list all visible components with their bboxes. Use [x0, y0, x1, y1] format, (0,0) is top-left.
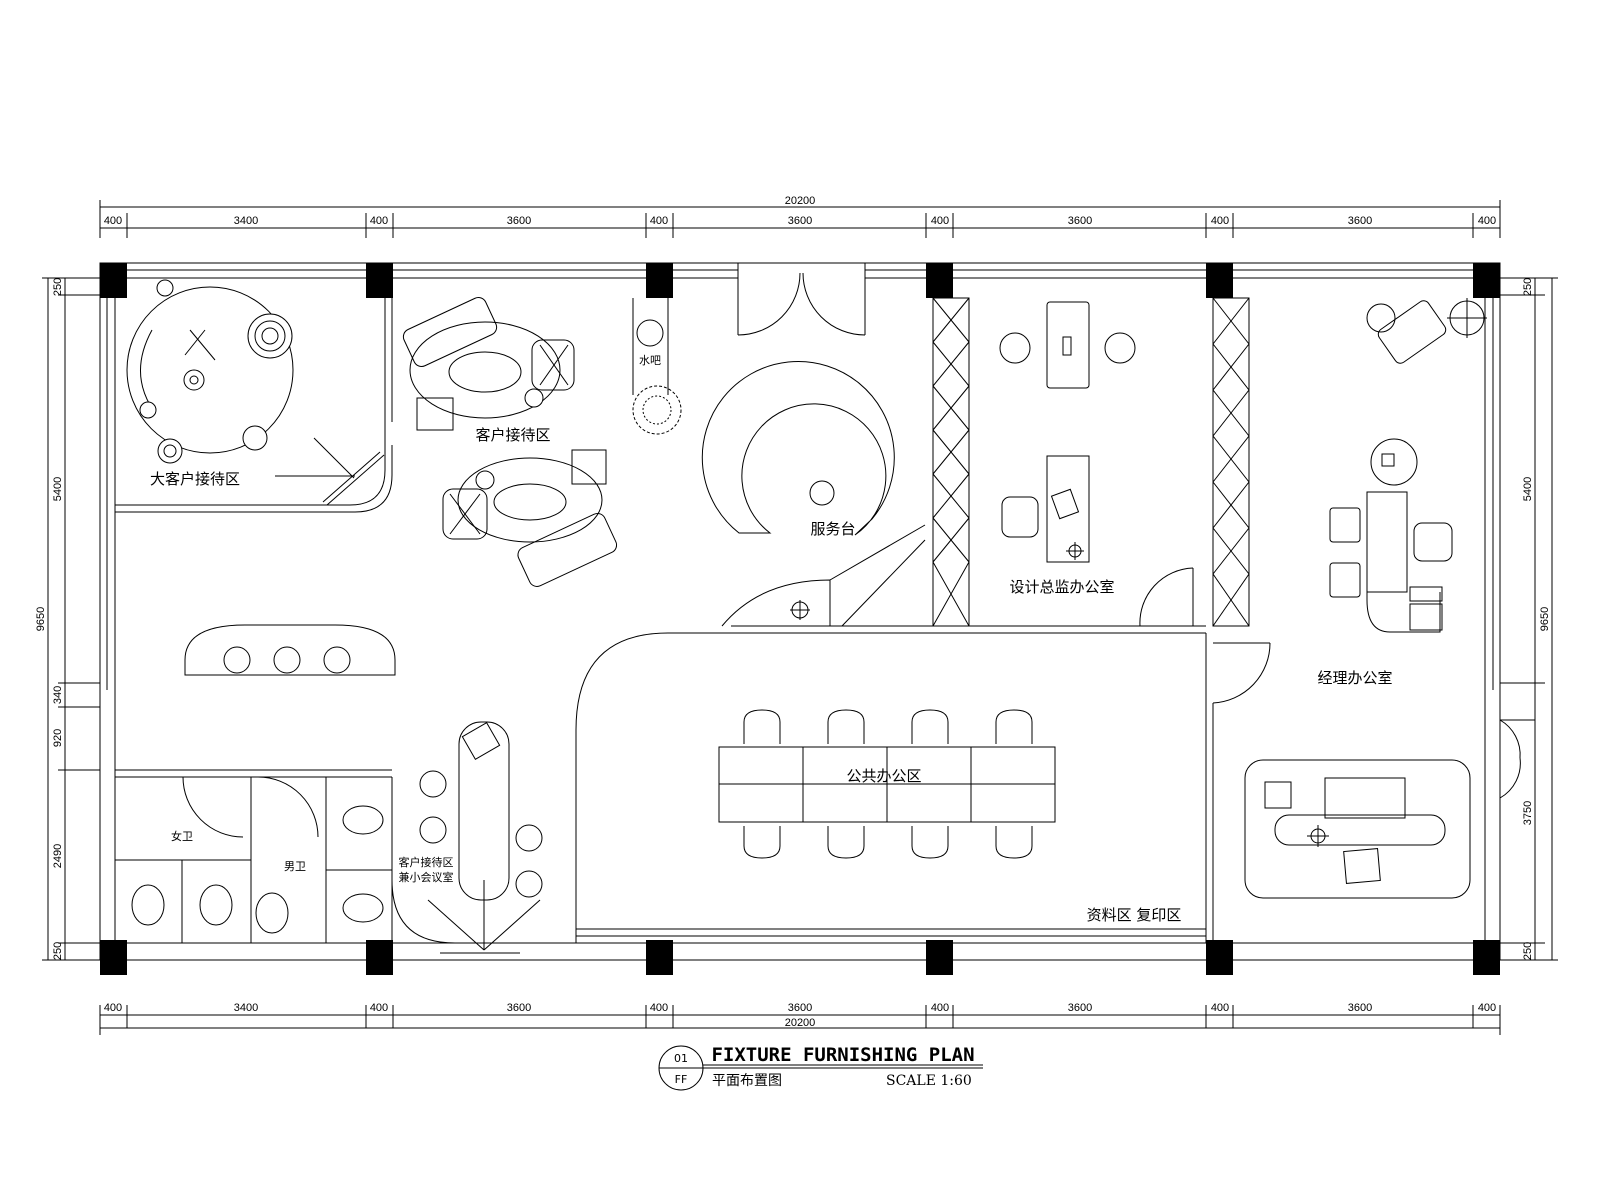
dim-left-1: 250 [52, 278, 64, 296]
label-service-desk: 服务台 [810, 520, 855, 538]
total-width-bottom: 20200 [785, 1017, 816, 1029]
plan-subtitle: 平面布置图 [712, 1073, 782, 1089]
bottom-dimension-chain: 400 3400 400 3600 400 3600 400 3600 400 … [99, 1002, 1501, 1035]
dim-top-10: 3600 [1348, 215, 1372, 227]
label-vip-reception: 大客户接待区 [150, 470, 240, 488]
entrance-double-door [737, 263, 866, 336]
dim-bottom-7: 400 [931, 1002, 949, 1014]
left-dimension-chain: 9650 250 5400 340 920 2490 250 [35, 277, 100, 961]
dim-top-8: 3600 [1068, 215, 1092, 227]
title-number: 01 [674, 1052, 688, 1065]
dim-left-2: 5400 [52, 477, 64, 501]
structural-columns [100, 263, 1500, 975]
client-reception-furniture [402, 296, 618, 587]
label-water-bar: 水吧 [639, 354, 661, 367]
dim-top-2: 3400 [234, 215, 258, 227]
total-width-top: 20200 [785, 195, 816, 207]
dim-bottom-1: 400 [104, 1002, 122, 1014]
right-dimension-chain: 9650 250 5400 3750 250 [1500, 277, 1558, 961]
toilet-fixtures [131, 805, 384, 934]
dim-bottom-6: 3600 [788, 1002, 812, 1014]
public-office-furniture [718, 709, 1056, 859]
label-women-wc: 女卫 [171, 829, 193, 843]
dim-bottom-3: 400 [370, 1002, 388, 1014]
label-reception: 客户接待区 [475, 426, 550, 444]
manager-office-furniture [1244, 298, 1487, 899]
dim-bottom-10: 3600 [1348, 1002, 1372, 1014]
dim-right-1: 250 [1522, 278, 1534, 296]
label-manager-office: 经理办公室 [1317, 669, 1392, 687]
dim-right-3: 3750 [1522, 801, 1534, 825]
plan-scale: SCALE 1:60 [886, 1073, 972, 1089]
room-labels: 大客户接待区 客户接待区 水吧 服务台 设计总监办公室 经理办公室 公共办公区 … [150, 354, 1393, 924]
dim-bottom-9: 400 [1211, 1002, 1229, 1014]
dim-top-7: 400 [931, 215, 949, 227]
dim-bottom-11: 400 [1478, 1002, 1496, 1014]
dim-left-4: 920 [52, 729, 64, 747]
director-office-furniture [999, 301, 1136, 563]
label-archive: 资料区 复印区 [1087, 906, 1182, 924]
dim-bottom-8: 3600 [1068, 1002, 1092, 1014]
title-block: 01 FF FIXTURE FURNISHING PLAN 平面布置图 SCAL… [658, 1044, 983, 1091]
label-men-wc: 男卫 [284, 860, 306, 873]
dim-top-9: 400 [1211, 215, 1229, 227]
top-dimension-chain: 20200 400 3400 400 3600 400 3600 400 360… [99, 195, 1501, 238]
dim-top-3: 400 [370, 215, 388, 227]
dim-left-6: 250 [52, 942, 64, 960]
water-bar-fixtures [632, 319, 682, 435]
dim-bottom-4: 3600 [507, 1002, 531, 1014]
left-total-dim: 9650 [35, 607, 47, 631]
dim-left-3: 340 [52, 686, 64, 704]
label-director-office: 设计总监办公室 [1009, 578, 1114, 596]
interior-partitions [115, 297, 1535, 944]
dim-bottom-2: 3400 [234, 1002, 258, 1014]
meeting-table [419, 721, 543, 954]
dim-bottom-5: 400 [650, 1002, 668, 1014]
dim-top-5: 400 [650, 215, 668, 227]
dim-top-6: 3600 [788, 215, 812, 227]
label-meeting-line1: 客户接待区 [399, 855, 454, 869]
dim-right-4: 250 [1522, 942, 1534, 960]
right-total-dim: 9650 [1539, 607, 1551, 631]
dim-top-4: 3600 [507, 215, 531, 227]
service-desk [701, 361, 926, 627]
title-code: FF [675, 1073, 688, 1086]
exterior-walls [99, 262, 1501, 961]
plan-title: FIXTURE FURNISHING PLAN [711, 1044, 974, 1066]
dim-left-5: 2490 [52, 844, 64, 868]
dim-top-1: 400 [104, 215, 122, 227]
dim-top-11: 400 [1478, 215, 1496, 227]
vip-reception-furniture [126, 279, 294, 464]
sink-counter [184, 624, 396, 676]
label-public-office: 公共办公区 [846, 767, 921, 785]
dim-right-2: 5400 [1522, 477, 1534, 501]
label-meeting-line2: 兼小会议室 [399, 870, 454, 884]
